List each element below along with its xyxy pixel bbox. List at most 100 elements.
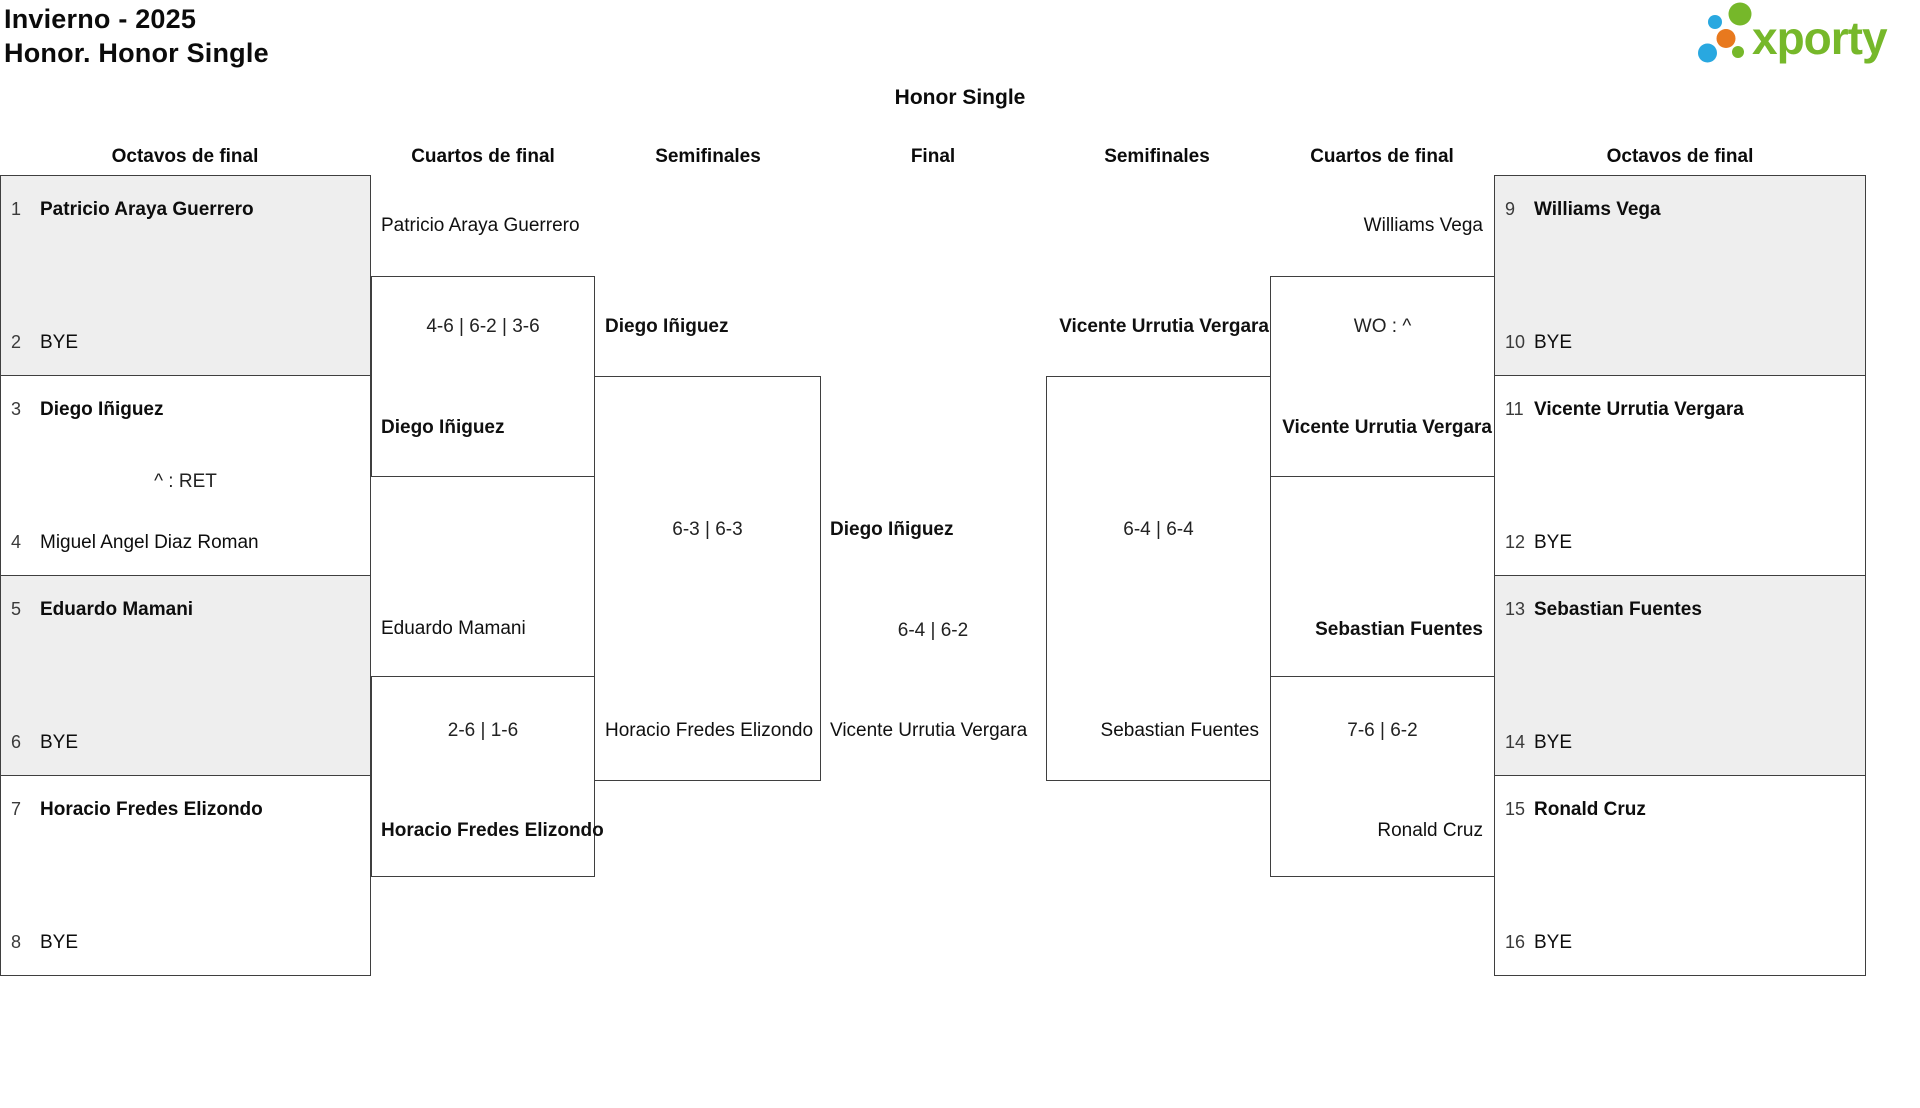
player-seed: 11: [1505, 399, 1524, 419]
player-name: BYE: [1534, 732, 1573, 753]
player-row: 3 Diego Iñiguez: [11, 398, 364, 421]
round-header-cuartos-left: Cuartos de final: [411, 146, 555, 167]
advancing-player-label: Eduardo Mamani: [381, 618, 526, 639]
player-seed: 10: [1505, 332, 1526, 352]
player-name: BYE: [1534, 532, 1573, 553]
final-score: 6-4 | 6-2: [897, 620, 969, 641]
match-score: 6-3 | 6-3: [672, 519, 743, 540]
player-name: Diego Iñiguez: [40, 399, 164, 420]
player-name: Ronald Cruz: [1534, 799, 1646, 820]
advancing-player-label: Ronald Cruz: [1377, 820, 1483, 841]
logo-dot-green-small: [1732, 46, 1744, 58]
bracket-title: Honor Single: [894, 86, 1026, 109]
finalist-label: Diego Iñiguez: [830, 519, 954, 540]
player-name: Williams Vega: [1534, 199, 1661, 220]
octavos-left-match-2: 3 Diego Iñiguez ^ : RET 4 Miguel Angel Dia…: [0, 375, 371, 576]
player-row: 9 Williams Vega: [1505, 198, 1859, 221]
player-name: Vicente Urrutia Vergara: [1534, 399, 1744, 420]
player-seed: 8: [11, 932, 22, 952]
player-name: Eduardo Mamani: [40, 599, 194, 620]
player-name: Sebastian Fuentes: [1534, 599, 1702, 620]
player-seed: 16: [1505, 932, 1526, 952]
player-seed: 6: [11, 732, 22, 752]
player-row: 1 Patricio Araya Guerrero: [11, 198, 364, 221]
advancing-player-label: Sebastian Fuentes: [1315, 619, 1483, 640]
match-score: 2-6 | 1-6: [447, 720, 519, 741]
match-score: 6-4 | 6-4: [1123, 519, 1194, 540]
player-seed: 3: [11, 399, 22, 419]
logo-dot-blue-small: [1708, 15, 1722, 29]
finalist-label: Vicente Urrutia Vergara: [830, 720, 1028, 741]
round-header-cuartos-right: Cuartos de final: [1310, 146, 1454, 167]
round-header-octavos-left: Octavos de final: [111, 146, 259, 167]
player-name: Patricio Araya Guerrero: [40, 199, 254, 220]
match-score: WO : ^: [1353, 316, 1412, 337]
player-name: BYE: [40, 332, 79, 353]
player-row: 10 BYE: [1505, 331, 1859, 354]
advancing-player-label: Diego Iñiguez: [605, 316, 729, 337]
cuartos-left-match-2-box: [371, 676, 595, 877]
cuartos-right-match-2-box: [1270, 676, 1495, 877]
player-seed: 4: [11, 532, 22, 552]
logo-wordmark: xporty: [1752, 12, 1888, 64]
semifinal-right-box: [1046, 376, 1271, 781]
player-seed: 15: [1505, 799, 1526, 819]
player-row: 4 Miguel Angel Diaz Roman: [11, 531, 364, 554]
octavos-right-match-1: 9 Williams Vega 10 BYE: [1494, 175, 1866, 376]
advancing-player-label: Sebastian Fuentes: [1100, 720, 1259, 741]
match-score: 4-6 | 6-2 | 3-6: [426, 316, 540, 337]
player-row: 7 Horacio Fredes Elizondo: [11, 798, 364, 821]
player-row: 8 BYE: [11, 931, 364, 954]
player-row: 13 Sebastian Fuentes: [1505, 598, 1859, 621]
advancing-player-label: Williams Vega: [1363, 215, 1483, 236]
player-row: 2 BYE: [11, 331, 364, 354]
advancing-player-label: Patricio Araya Guerrero: [381, 215, 580, 236]
octavos-left-match-4: 7 Horacio Fredes Elizondo 8 BYE: [0, 775, 371, 976]
player-name: BYE: [1534, 932, 1573, 953]
advancing-player-label: Vicente Urrutia Vergara: [1282, 417, 1492, 438]
match-note: ^ : RET: [154, 471, 217, 492]
xporty-logo[interactable]: xporty: [1686, 0, 1912, 64]
player-name: BYE: [40, 732, 79, 753]
player-name: BYE: [1534, 332, 1573, 353]
match-score: 7-6 | 6-2: [1347, 720, 1418, 741]
player-seed: 14: [1505, 732, 1526, 752]
category-name: Honor. Honor Single: [4, 38, 269, 68]
round-header-semis-right: Semifinales: [1104, 146, 1210, 167]
octavos-left-match-3: 5 Eduardo Mamani 6 BYE: [0, 575, 371, 776]
player-row: 16 BYE: [1505, 931, 1859, 954]
player-seed: 12: [1505, 532, 1526, 552]
page-title: Invierno - 2025 Honor. Honor Single: [4, 2, 269, 70]
player-seed: 9: [1505, 199, 1516, 219]
round-header-octavos-right: Octavos de final: [1606, 146, 1754, 167]
player-seed: 7: [11, 799, 22, 819]
advancing-player-label: Diego Iñiguez: [381, 417, 505, 438]
octavos-left-match-1: 1 Patricio Araya Guerrero 2 BYE: [0, 175, 371, 376]
player-name: Horacio Fredes Elizondo: [40, 799, 263, 820]
player-name: Miguel Angel Diaz Roman: [40, 532, 259, 553]
player-row: 12 BYE: [1505, 531, 1859, 554]
player-seed: 13: [1505, 599, 1526, 619]
player-row: 6 BYE: [11, 731, 364, 754]
semifinal-left-box: [594, 376, 821, 781]
octavos-right-match-2: 11 Vicente Urrutia Vergara 12 BYE: [1494, 375, 1866, 576]
player-row: 15 Ronald Cruz: [1505, 798, 1859, 821]
round-header-semis-left: Semifinales: [655, 146, 761, 167]
player-seed: 2: [11, 332, 22, 352]
octavos-right-match-4: 15 Ronald Cruz 16 BYE: [1494, 775, 1866, 976]
player-seed: 5: [11, 599, 22, 619]
logo-dot-orange: [1716, 29, 1736, 48]
advancing-player-label: Horacio Fredes Elizondo: [381, 820, 604, 841]
player-name: BYE: [40, 932, 79, 953]
advancing-player-label: Horacio Fredes Elizondo: [605, 720, 814, 741]
player-row: 14 BYE: [1505, 731, 1859, 754]
player-row: 11 Vicente Urrutia Vergara: [1505, 398, 1859, 421]
round-header-final: Final: [910, 146, 956, 167]
cuartos-right-match-1-box: [1270, 276, 1495, 477]
advancing-player-label: Vicente Urrutia Vergara: [1059, 316, 1269, 337]
player-row: 5 Eduardo Mamani: [11, 598, 364, 621]
player-seed: 1: [11, 199, 22, 219]
tournament-name: Invierno - 2025: [4, 4, 197, 34]
cuartos-left-match-1-box: [371, 276, 595, 477]
logo-dot-blue-large: [1698, 43, 1717, 63]
